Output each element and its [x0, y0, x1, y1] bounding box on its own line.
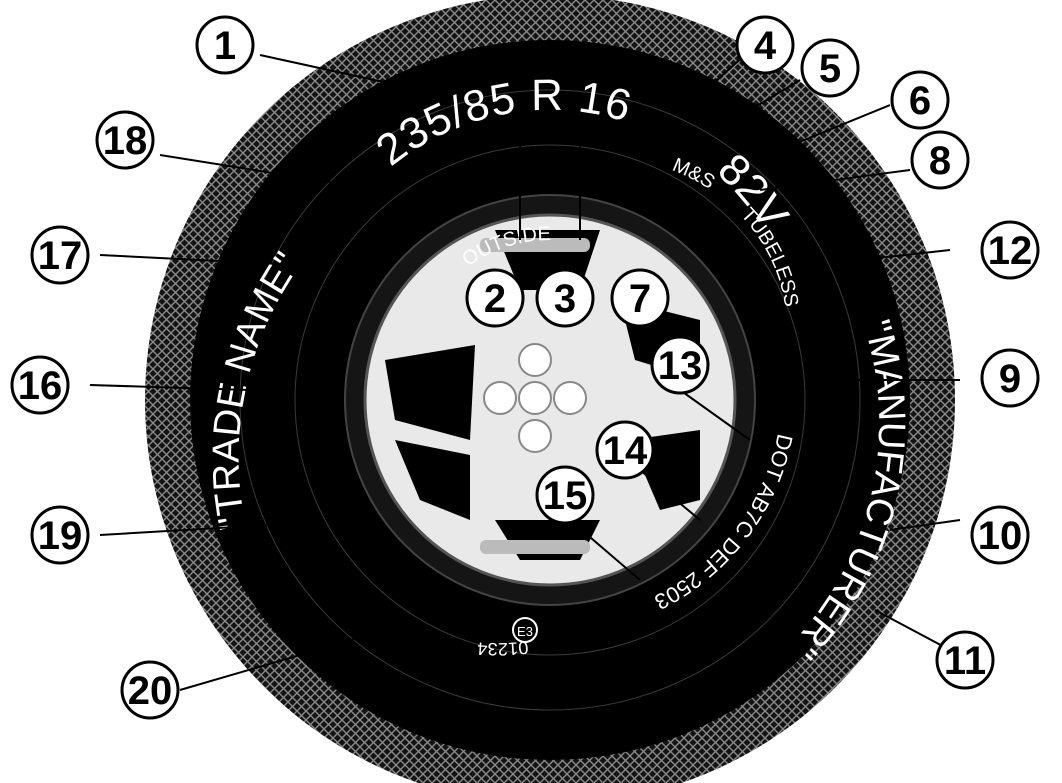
callout-17: 17	[32, 227, 88, 283]
svg-text:17: 17	[38, 234, 83, 278]
callout-4: 4	[737, 17, 793, 73]
svg-text:5: 5	[819, 47, 841, 91]
callout-2: 2	[467, 270, 523, 326]
callout-6: 6	[892, 72, 948, 128]
wheel	[365, 215, 735, 585]
lug-nut	[519, 382, 551, 414]
svg-text:14: 14	[603, 429, 648, 473]
lug-nut	[519, 344, 551, 376]
svg-text:10: 10	[978, 514, 1023, 558]
callout-13: 13	[652, 337, 708, 393]
callout-16: 16	[12, 357, 68, 413]
svg-text:18: 18	[103, 119, 148, 163]
callout-9: 9	[982, 350, 1038, 406]
svg-text:2: 2	[484, 277, 506, 321]
svg-text:16: 16	[18, 364, 63, 408]
svg-text:20: 20	[128, 669, 173, 713]
svg-text:4: 4	[754, 24, 777, 68]
svg-text:11: 11	[944, 639, 986, 683]
callout-10: 10	[972, 507, 1028, 563]
callout-19: 19	[32, 507, 88, 563]
svg-text:3: 3	[554, 277, 576, 321]
callout-5: 5	[802, 40, 858, 96]
callout-1: 1	[197, 17, 253, 73]
svg-text:1: 1	[214, 24, 236, 68]
lug-nut	[519, 420, 551, 452]
svg-text:19: 19	[38, 514, 83, 558]
svg-text:13: 13	[658, 344, 703, 388]
svg-text:6: 6	[909, 79, 931, 123]
callout-11: 11	[937, 632, 993, 688]
callout-7: 7	[612, 270, 668, 326]
svg-text:9: 9	[999, 357, 1021, 401]
callout-14: 14	[597, 422, 653, 478]
callout-15: 15	[537, 467, 593, 523]
approval-mark: E3	[517, 624, 533, 639]
svg-text:12: 12	[988, 229, 1033, 273]
svg-text:7: 7	[629, 277, 651, 321]
svg-text:8: 8	[929, 139, 951, 183]
lug-nut	[484, 382, 516, 414]
lug-nut	[554, 382, 586, 414]
rim-slot-bottom	[480, 540, 590, 554]
svg-text:15: 15	[543, 474, 588, 518]
callout-18: 18	[97, 112, 153, 168]
callout-8: 8	[912, 132, 968, 188]
callout-20: 20	[122, 662, 178, 718]
callout-12: 12	[982, 222, 1038, 278]
callout-3: 3	[537, 270, 593, 326]
